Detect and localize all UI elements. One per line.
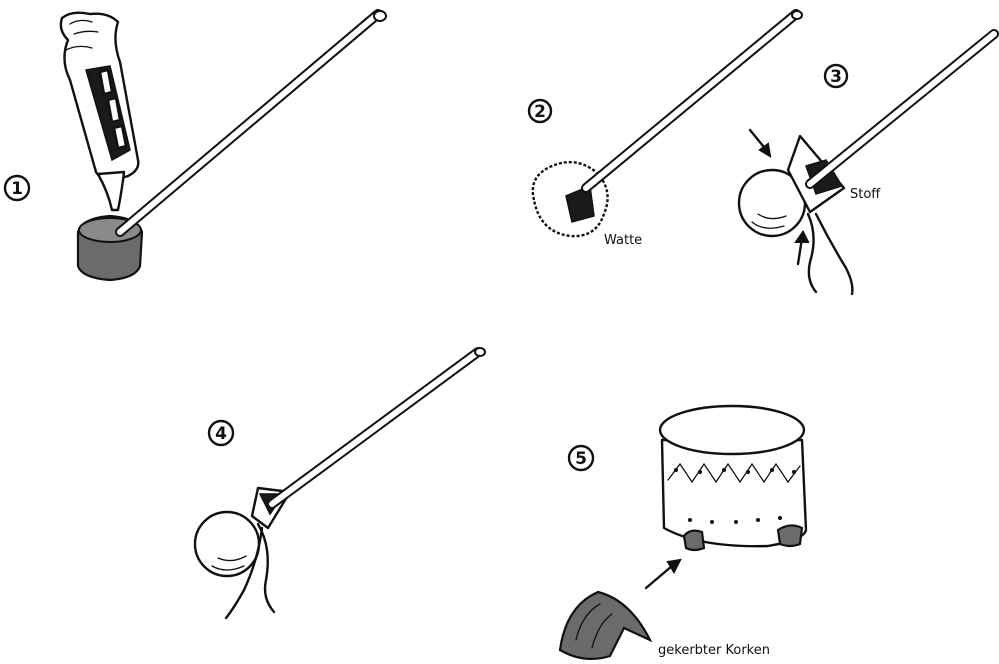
arrow-icon [796,232,808,264]
step-5-badge: 5 [569,446,593,470]
step-3-badge: 3 [825,65,847,87]
step-1-group: 1 [5,11,386,280]
drumstick-icon [195,488,290,618]
step-4-badge: 4 [209,421,233,445]
arrow-icon [646,560,680,588]
stick-2 [586,11,802,188]
stick-3 [810,34,994,184]
glue-tube-icon [61,13,138,210]
step-1-number: 1 [11,179,23,199]
arrow-icon [750,130,770,156]
step-3-number: 3 [830,67,842,87]
step-5-number: 5 [575,449,587,469]
step-2-number: 2 [534,102,546,122]
label-watte: Watte [604,233,642,248]
label-stoff: Stoff [850,187,881,202]
stick-4 [272,348,485,504]
label-korken: gekerbter Korken [658,643,770,658]
step-3-group: 3 Stoff [739,34,994,294]
step-4-number: 4 [215,424,227,444]
step-2-badge: 2 [529,100,551,122]
notched-cork-icon [560,592,650,659]
stick-1 [120,11,386,232]
step-1-badge: 1 [5,176,29,200]
step-4-group: 4 [195,348,485,618]
drum-icon [660,406,806,550]
step-5-group: 5 gekerbter Korken [560,406,806,659]
ribbon-icon [808,214,852,294]
